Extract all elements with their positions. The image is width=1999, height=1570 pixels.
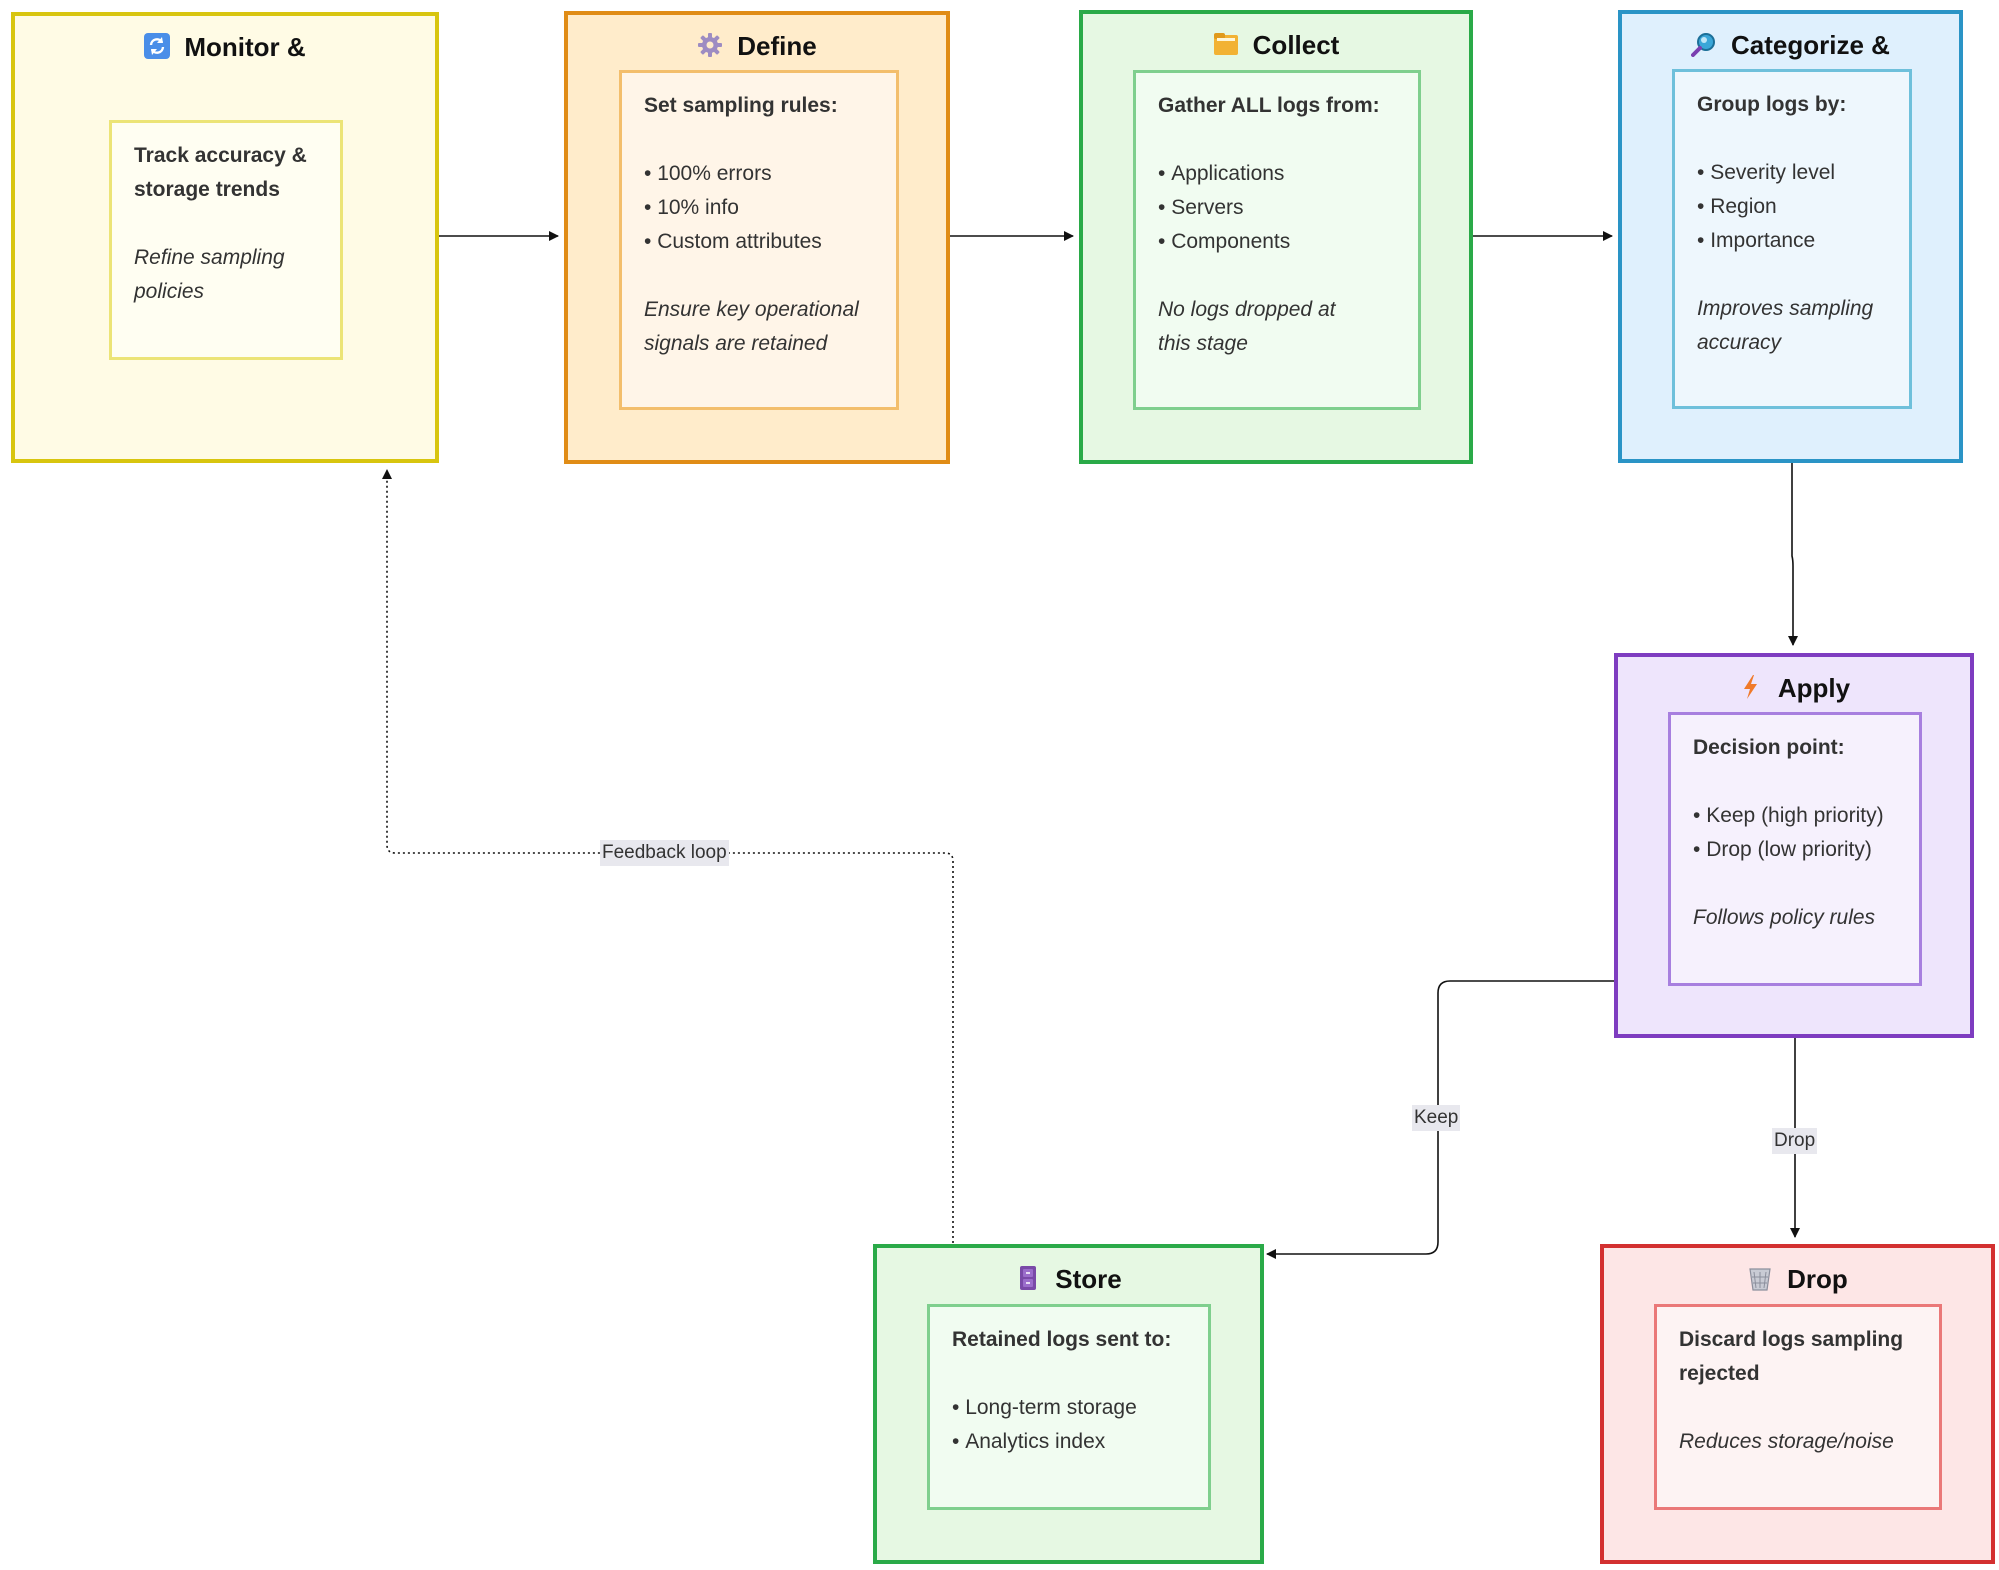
node-monitor[interactable]: Monitor & Track accuracy & storage trend… <box>11 12 439 463</box>
node-note: Improves sampling accuracy <box>1697 297 1874 354</box>
node-store[interactable]: Store Retained logs sent to: Long-term s… <box>873 1244 1264 1564</box>
edge-categorize-to-apply <box>1788 462 1798 646</box>
node-apply-body: Decision point: Keep (high priority) Dro… <box>1668 712 1922 986</box>
node-collect-body: Gather ALL logs from: Applications Serve… <box>1133 70 1421 410</box>
node-heading: Gather ALL logs from: <box>1158 94 1380 117</box>
node-apply[interactable]: Apply Decision point: Keep (high priorit… <box>1614 653 1974 1038</box>
node-store-body: Retained logs sent to: Long-term storage… <box>927 1304 1211 1510</box>
list-item: Custom attributes <box>644 225 874 259</box>
node-title-text: Store <box>1055 1264 1122 1294</box>
node-heading: Set sampling rules: <box>644 94 838 117</box>
list-item: Analytics index <box>952 1425 1186 1459</box>
wastebasket-icon <box>1749 1268 1771 1291</box>
gear-icon <box>698 33 723 57</box>
node-monitor-body: Track accuracy & storage trends Refine s… <box>109 120 343 360</box>
node-drop-body: Discard logs sampling rejected Reduces s… <box>1654 1304 1942 1510</box>
list-item: Long-term storage <box>952 1391 1186 1425</box>
lightning-icon <box>1743 675 1757 699</box>
node-categorize-body: Group logs by: Severity level Region Imp… <box>1672 69 1912 409</box>
node-define[interactable]: Define Set sampling rules: 100% errors 1… <box>564 11 950 464</box>
list-item: Servers <box>1158 191 1396 225</box>
node-drop[interactable]: Drop Discard logs sampling rejected Redu… <box>1600 1244 1995 1564</box>
node-heading: Decision point: <box>1693 736 1845 759</box>
list-item: Components <box>1158 225 1396 259</box>
node-monitor-title: Monitor & <box>15 30 435 64</box>
node-title-text: Define <box>737 31 817 61</box>
node-title-text: Categorize & <box>1731 30 1890 60</box>
node-heading: Retained logs sent to: <box>952 1328 1172 1351</box>
node-item-list: Severity level Region Importance <box>1697 156 1887 258</box>
node-note: Reduces storage/noise <box>1679 1430 1894 1453</box>
node-define-body: Set sampling rules: 100% errors 10% info… <box>619 70 899 410</box>
list-item: Severity level <box>1697 156 1887 190</box>
node-item-list: 100% errors 10% info Custom attributes <box>644 157 874 259</box>
list-item: Applications <box>1158 157 1396 191</box>
node-apply-title: Apply <box>1618 671 1970 705</box>
node-categorize[interactable]: Categorize & Group logs by: Severity lev… <box>1618 10 1963 463</box>
node-title-text: Apply <box>1777 673 1851 703</box>
node-note: Ensure key operational signals are retai… <box>644 298 859 355</box>
node-title-text: Collect <box>1252 30 1340 60</box>
edge-label-keep: Keep <box>1412 1105 1461 1131</box>
refresh-icon <box>144 33 171 59</box>
node-title-text: Monitor & <box>184 32 306 62</box>
node-categorize-title: Categorize & <box>1622 28 1959 62</box>
node-drop-title: Drop <box>1604 1262 1991 1296</box>
node-title-text: Drop <box>1787 1264 1848 1294</box>
node-item-list: Keep (high priority) Drop (low priority) <box>1693 799 1897 867</box>
magnifier-icon <box>1691 33 1716 57</box>
node-item-list: Applications Servers Components <box>1158 157 1396 259</box>
node-store-title: Store <box>877 1262 1260 1296</box>
list-item: Drop (low priority) <box>1693 833 1897 867</box>
list-item: 10% info <box>644 191 874 225</box>
edge-label-drop: Drop <box>1772 1128 1818 1154</box>
list-item: Importance <box>1697 224 1887 258</box>
list-item: Region <box>1697 190 1887 224</box>
node-heading: Track accuracy & storage trends <box>134 144 307 201</box>
node-heading: Discard logs sampling rejected <box>1679 1328 1904 1385</box>
list-item: 100% errors <box>644 157 874 191</box>
file-cabinet-icon <box>1020 1266 1037 1290</box>
folder-icon <box>1213 33 1238 55</box>
node-collect[interactable]: Collect Gather ALL logs from: Applicatio… <box>1079 10 1473 464</box>
node-note: Follows policy rules <box>1693 906 1876 929</box>
node-collect-title: Collect <box>1083 28 1469 62</box>
edge-label-feedback-loop: Feedback loop <box>600 840 729 866</box>
node-note: Refine sampling policies <box>134 246 285 303</box>
node-heading: Group logs by: <box>1697 93 1847 116</box>
list-item: Keep (high priority) <box>1693 799 1897 833</box>
node-item-list: Long-term storage Analytics index <box>952 1391 1186 1459</box>
node-note: No logs dropped at this stage <box>1158 298 1336 355</box>
node-define-title: Define <box>568 29 946 63</box>
